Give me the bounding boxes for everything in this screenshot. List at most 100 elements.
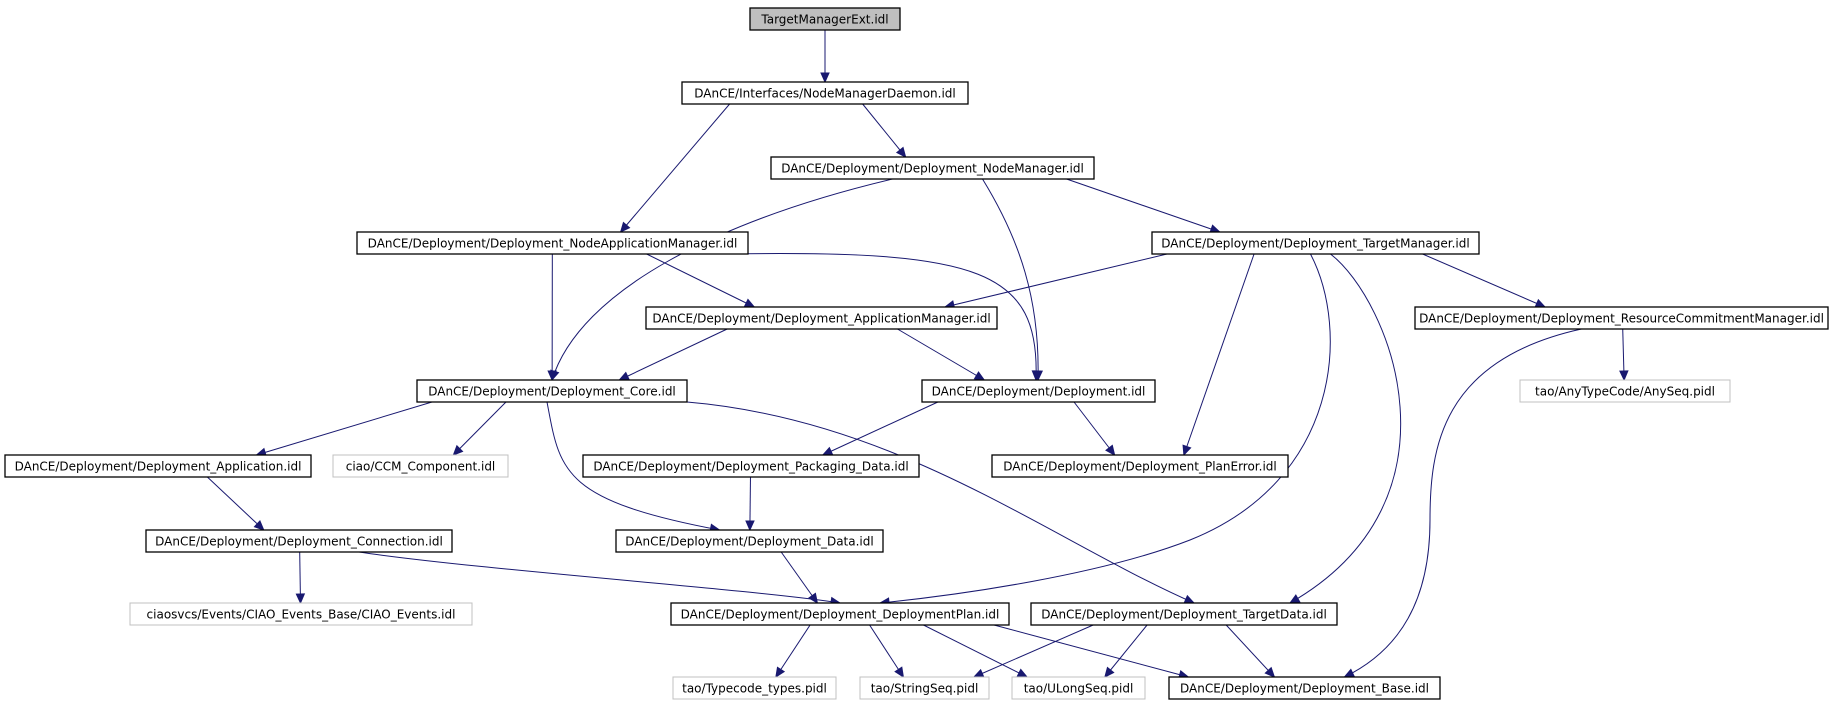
arrowhead-icon <box>1620 371 1628 380</box>
edge-app-to-conn <box>207 477 263 530</box>
edge-core-to-app <box>257 402 433 456</box>
edge-nmd-to-nam <box>621 104 730 232</box>
edge-dplan-to-strseq <box>870 625 904 677</box>
node-dplan[interactable]: DAnCE/Deployment/Deployment_DeploymentPl… <box>671 603 1009 625</box>
node-label: tao/ULongSeq.pidl <box>1024 682 1134 696</box>
edge-nam-to-am <box>647 254 755 307</box>
edge-line <box>994 625 1188 677</box>
arrowhead-icon <box>296 594 304 603</box>
arrowhead-icon <box>1105 667 1114 677</box>
node-dep[interactable]: DAnCE/Deployment/Deployment.idl <box>922 380 1155 402</box>
edge-line <box>1184 254 1254 455</box>
edge-nm-to-tm <box>1067 179 1220 233</box>
edge-dplan-to-ulseq <box>923 625 1027 677</box>
node-label: tao/StringSeq.pidl <box>871 682 979 696</box>
edge-line <box>621 104 730 232</box>
edge-pkg-to-data <box>746 477 754 530</box>
edge-nam-to-core <box>548 254 556 380</box>
arrowhead-icon <box>895 667 903 677</box>
node-label: DAnCE/Deployment/Deployment_ResourceComm… <box>1419 312 1824 326</box>
arrowhead-icon <box>746 521 754 530</box>
edge-am-to-core <box>619 329 727 380</box>
arrowhead-icon <box>809 593 817 603</box>
node-label: DAnCE/Deployment/Deployment_Application.… <box>15 460 302 474</box>
edge-line <box>647 254 755 307</box>
node-label: DAnCE/Deployment/Deployment_TargetData.i… <box>1041 608 1327 622</box>
edge-line <box>1105 625 1147 677</box>
arrowhead-icon <box>1183 445 1191 455</box>
node-nmd[interactable]: DAnCE/Interfaces/NodeManagerDaemon.idl <box>682 82 968 104</box>
node-tm[interactable]: DAnCE/Deployment/Deployment_TargetManage… <box>1152 232 1479 254</box>
node-tdata[interactable]: DAnCE/Deployment/Deployment_TargetData.i… <box>1031 603 1337 625</box>
node-base[interactable]: DAnCE/Deployment/Deployment_Base.idl <box>1169 677 1440 699</box>
edge-dplan-to-base <box>994 625 1188 679</box>
edge-line <box>207 477 263 530</box>
node-nam[interactable]: DAnCE/Deployment/Deployment_NodeApplicat… <box>357 232 748 254</box>
node-am[interactable]: DAnCE/Deployment/Deployment_ApplicationM… <box>646 307 997 329</box>
arrowhead-icon <box>776 667 784 677</box>
arrowhead-icon <box>1106 445 1115 455</box>
edge-conn-to-dplan <box>359 552 840 606</box>
node-label: DAnCE/Deployment/Deployment_Connection.i… <box>155 535 443 549</box>
edge-line <box>945 254 1167 307</box>
node-anyseq: tao/AnyTypeCode/AnySeq.pidl <box>1520 380 1730 402</box>
edge-rcm-to-anyseq <box>1620 329 1628 380</box>
arrowhead-icon <box>1184 596 1194 603</box>
arrowhead-icon <box>1535 300 1545 307</box>
node-label: ciaosvcs/Events/CIAO_Events_Base/CIAO_Ev… <box>147 608 456 622</box>
edge-line <box>1423 254 1545 307</box>
edge-dep-to-perr <box>1074 402 1115 455</box>
node-app[interactable]: DAnCE/Deployment/Deployment_Application.… <box>5 455 311 477</box>
node-label: ciao/CCM_Component.idl <box>346 460 496 474</box>
node-ulseq: tao/ULongSeq.pidl <box>1012 677 1145 699</box>
edge-line <box>897 329 984 380</box>
node-rcm[interactable]: DAnCE/Deployment/Deployment_ResourceComm… <box>1415 307 1828 329</box>
node-root[interactable]: TargetManagerExt.idl <box>750 8 900 30</box>
node-label: DAnCE/Deployment/Deployment_Packaging_Da… <box>593 460 908 474</box>
arrowhead-icon <box>823 448 833 455</box>
node-ccm: ciao/CCM_Component.idl <box>333 455 508 477</box>
node-nm[interactable]: DAnCE/Deployment/Deployment_NodeManager.… <box>771 157 1094 179</box>
node-pkg[interactable]: DAnCE/Deployment/Deployment_Packaging_Da… <box>583 455 919 477</box>
node-label: tao/Typecode_types.pidl <box>682 682 827 696</box>
arrowhead-icon <box>897 147 906 157</box>
edge-line <box>974 625 1093 677</box>
edge-line <box>1290 254 1401 603</box>
node-ciaoev: ciaosvcs/Events/CIAO_Events_Base/CIAO_Ev… <box>130 603 472 625</box>
node-label: DAnCE/Deployment/Deployment_DeploymentPl… <box>681 608 1000 622</box>
node-label: DAnCE/Deployment/Deployment.idl <box>932 385 1146 399</box>
edge-line <box>257 402 433 455</box>
edge-line <box>923 625 1027 677</box>
edge-conn-to-ciaoev <box>296 552 304 603</box>
edge-dep-to-pkg <box>823 402 938 455</box>
edge-tm-to-rcm <box>1423 254 1545 307</box>
node-perr[interactable]: DAnCE/Deployment/Deployment_PlanError.id… <box>992 455 1288 477</box>
edge-am-to-dep <box>897 329 984 380</box>
node-tctypes: tao/Typecode_types.pidl <box>673 677 836 699</box>
edge-line <box>359 552 840 603</box>
edge-tdata-to-ulseq <box>1105 625 1147 677</box>
arrowhead-icon <box>974 670 984 677</box>
node-data[interactable]: DAnCE/Deployment/Deployment_Data.idl <box>616 530 883 552</box>
arrowhead-icon <box>621 223 630 232</box>
edge-tm-to-am <box>945 254 1167 309</box>
edge-nm-to-dep <box>983 179 1043 380</box>
node-label: DAnCE/Deployment/Deployment_NodeManager.… <box>781 162 1084 176</box>
arrowhead-icon <box>1017 669 1027 677</box>
edge-line <box>552 179 893 380</box>
node-label: DAnCE/Deployment/Deployment_TargetManage… <box>1161 237 1469 251</box>
node-strseq: tao/StringSeq.pidl <box>860 677 989 699</box>
node-conn[interactable]: DAnCE/Deployment/Deployment_Connection.i… <box>146 530 452 552</box>
edge-data-to-dplan <box>781 552 817 603</box>
edge-core-to-tdata <box>687 402 1194 603</box>
edge-line <box>983 179 1039 380</box>
edge-line <box>453 402 506 455</box>
node-core[interactable]: DAnCE/Deployment/Deployment_Core.idl <box>417 380 687 402</box>
edge-nm-to-core <box>551 179 893 380</box>
arrowhead-icon <box>821 73 829 82</box>
node-label: DAnCE/Deployment/Deployment_Core.idl <box>428 385 676 399</box>
edge-line <box>1074 402 1115 455</box>
edge-tm-to-tdata <box>1290 254 1401 603</box>
node-label: DAnCE/Deployment/Deployment_ApplicationM… <box>652 312 990 326</box>
